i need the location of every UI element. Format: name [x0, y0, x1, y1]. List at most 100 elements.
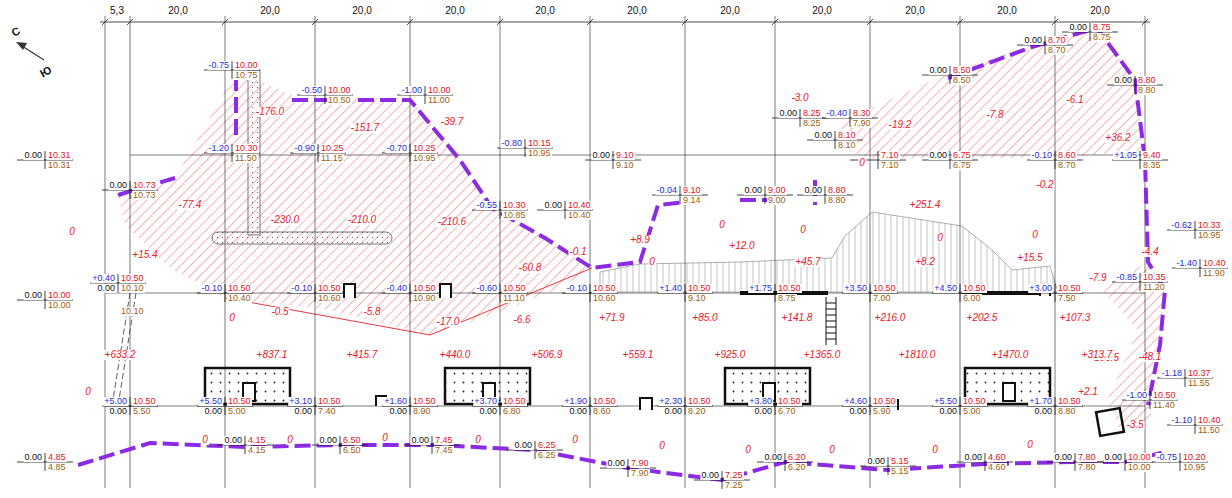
design-mark: 4.85 — [47, 453, 67, 462]
mark-tick — [225, 397, 226, 415]
mark-tick — [410, 397, 411, 415]
natural-mark: 8.60 — [592, 407, 612, 416]
mark-tick — [1075, 453, 1076, 471]
design-mark: 10.50 — [132, 397, 157, 406]
natural-mark: 8.25 — [802, 119, 822, 128]
design-mark: 10.00 — [327, 86, 352, 95]
mark-tick — [850, 109, 851, 127]
cut-zone — [118, 72, 592, 335]
natural-mark: 8.35 — [1142, 161, 1162, 170]
elevation-mark-line — [90, 274, 146, 292]
volume-value: 0 — [571, 435, 579, 445]
elevation-mark-line — [397, 86, 453, 104]
volume-value: +8.9 — [629, 235, 651, 245]
design-mark: 9.10 — [682, 186, 702, 195]
elevation-mark-line — [1017, 36, 1073, 54]
natural-mark: 7.45 — [434, 446, 454, 455]
mark-tick — [315, 284, 316, 302]
elevation-mark-line — [507, 441, 563, 459]
volume-value: 0 — [286, 435, 294, 445]
working-mark: 0.00 — [293, 407, 313, 416]
volume-value: -0.2 — [1035, 180, 1054, 190]
mark-tick — [232, 144, 233, 162]
working-mark: -1.20 — [207, 144, 230, 153]
volume-value: -17.0 — [436, 317, 461, 327]
volume-value: +2.1 — [1077, 387, 1099, 397]
mark-tick — [1045, 36, 1046, 54]
natural-mark: 6.25 — [537, 451, 557, 460]
volume-value: -4.4 — [1140, 247, 1159, 257]
volume-value: -3.0 — [790, 93, 809, 103]
mark-tick — [878, 151, 879, 169]
dimension-value: 20,0 — [167, 6, 188, 16]
mark-tick — [1125, 453, 1126, 471]
working-mark: 0.00 — [223, 436, 243, 445]
volume-value: +85.0 — [691, 313, 718, 323]
working-mark: +3.80 — [748, 397, 773, 406]
elevation-mark-line — [757, 453, 813, 471]
natural-mark: 10.00 — [1127, 463, 1152, 472]
natural-mark: 8.50 — [952, 76, 972, 85]
natural-mark: 11.50 — [234, 154, 258, 163]
natural-mark: 10.73 — [132, 191, 157, 200]
elevation-mark-line — [382, 144, 438, 162]
natural-mark: 10.31 — [47, 161, 72, 170]
working-mark: 0.00 — [938, 407, 958, 416]
mark-tick — [1150, 391, 1151, 409]
volume-value: 0 — [381, 433, 389, 443]
mark-tick — [722, 471, 723, 489]
design-mark: 10.50 — [412, 284, 437, 293]
design-mark: 5.15 — [890, 457, 910, 466]
design-mark: 9.10 — [615, 151, 635, 160]
working-mark: 0.00 — [203, 407, 223, 416]
volume-value: -77.4 — [178, 200, 203, 210]
working-mark: 0.00 — [568, 407, 588, 416]
working-mark: 0.00 — [848, 407, 868, 416]
mark-tick — [535, 441, 536, 459]
mark-tick — [950, 66, 951, 84]
design-mark: 10.25 — [412, 144, 437, 153]
volume-value: 0 — [84, 387, 92, 397]
mark-tick — [565, 201, 566, 219]
working-mark: 0.00 — [700, 471, 720, 480]
elevation-mark-line — [204, 144, 260, 162]
design-mark: 10.00 — [234, 61, 259, 70]
elevation-mark-line — [472, 284, 528, 302]
dimension-line — [100, 19, 1150, 25]
mark-tick — [425, 86, 426, 104]
elevation-mark-line — [217, 436, 273, 454]
working-mark: -0.10 — [565, 284, 588, 293]
elevation-mark-line — [497, 139, 553, 157]
working-mark: +1.60 — [383, 397, 408, 406]
elevation-mark-line — [1122, 391, 1178, 409]
volume-value: -3.5 — [1125, 420, 1144, 430]
volume-value: -39.7 — [440, 117, 465, 127]
work-boundary — [78, 28, 1165, 480]
elevation-mark-line — [17, 291, 73, 309]
design-mark: 10.50 — [317, 397, 342, 406]
mark-tick — [685, 284, 686, 302]
elevation-mark-line — [932, 284, 988, 302]
volume-value: -210.0 — [347, 215, 377, 225]
design-mark: 10.50 — [412, 397, 437, 406]
dimension-value: 20,0 — [1089, 6, 1110, 16]
mark-tick — [225, 284, 226, 302]
dimension-value: 20,0 — [259, 6, 280, 16]
design-mark: 7.80 — [1077, 453, 1097, 462]
working-mark: 0.00 — [928, 66, 948, 75]
natural-mark: 8.80 — [1137, 86, 1157, 95]
mark-tick — [45, 151, 46, 169]
elevation-mark-line — [1172, 259, 1228, 277]
mark-tick — [960, 284, 961, 302]
volume-value: -6.1 — [1065, 95, 1084, 105]
mark-tick — [1140, 273, 1141, 291]
elevation-mark-line — [600, 459, 656, 477]
design-mark: 10.30 — [502, 201, 527, 210]
elevation-mark-line — [694, 471, 750, 489]
design-mark: 10.50 — [1152, 391, 1177, 400]
working-mark: +3.00 — [1028, 284, 1053, 293]
working-mark: +1.40 — [658, 284, 683, 293]
mark-tick — [960, 397, 961, 415]
elevation-mark-line — [1107, 76, 1163, 94]
